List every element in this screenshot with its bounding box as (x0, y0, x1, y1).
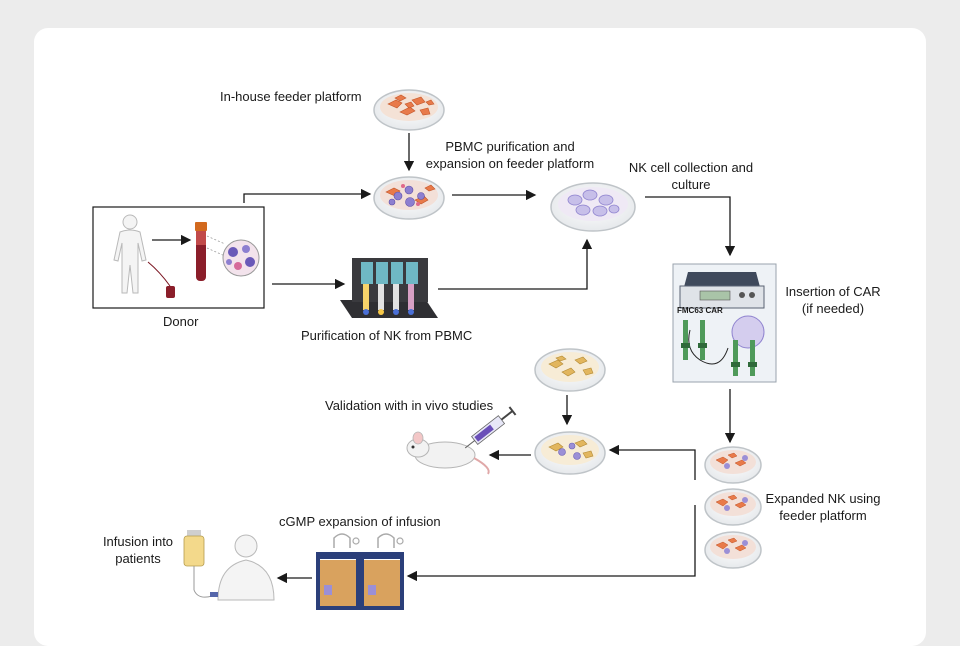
magnetic-separator-icon (340, 258, 438, 318)
feeder-dish-icon (373, 89, 445, 131)
mouse-icon (406, 431, 490, 475)
car-receptor-icon (681, 315, 765, 376)
bioreactor-icon (316, 533, 360, 610)
syringe-icon (464, 406, 517, 449)
iv-bag-icon (183, 530, 213, 598)
blood-bag-icon (166, 286, 175, 298)
infusion-label-line2: patients (115, 551, 161, 566)
pbmc-label: PBMC purification and expansion on feede… (410, 138, 610, 172)
car-insertion-label-line2: (if needed) (801, 301, 865, 316)
feeder-dish-icon (534, 348, 606, 392)
infusion-label-line1: Infusion into (102, 534, 174, 549)
donor-panel (92, 206, 265, 309)
expanded-nk-dish-icon (704, 531, 762, 569)
expanded-nk-label: Expanded NK using feeder platform (760, 490, 886, 524)
car-insertion-label: Insertion of CAR (if needed) (778, 283, 888, 317)
feeder-platform-label: In-house feeder platform (220, 89, 362, 104)
nk-culture-dish-icon (550, 182, 636, 232)
pbmc-label-line2: expansion on feeder platform (425, 156, 595, 171)
pbmc-dish-icon (373, 176, 445, 220)
donor-label: Donor (163, 314, 199, 329)
expanded-nk-dish-icon (704, 488, 762, 526)
human-donor-icon (113, 214, 147, 294)
electroporator-icon (679, 272, 765, 309)
purification-label: Purification of NK from PBMC (301, 328, 473, 343)
validation-label: Validation with in vivo studies (325, 398, 494, 413)
car-insertion-panel (672, 263, 777, 383)
expanded-nk-label-line1: Expanded NK using (765, 491, 881, 506)
patient-icon (210, 534, 275, 601)
magnified-cells-icon (222, 239, 260, 277)
pbmc-label-line1: PBMC purification and (445, 139, 575, 154)
car-insertion-label-line1: Insertion of CAR (785, 284, 881, 299)
expanded-nk-dish-icon (704, 446, 762, 484)
bioreactor-icon (360, 533, 404, 610)
blood-tube-icon (195, 222, 207, 281)
cgmp-label: cGMP expansion of infusion (279, 514, 441, 529)
expanded-nk-label-line2: feeder platform (779, 508, 867, 523)
infusion-label: Infusion into patients (90, 533, 186, 567)
fmc63-car-label: FMC63 CAR (677, 306, 723, 315)
nk-collection-label: NK cell collection and culture (616, 159, 766, 193)
figure-card (34, 28, 926, 646)
flow-arrows (243, 133, 736, 584)
nk-collection-label-line2: culture (671, 177, 711, 192)
nk-collection-label-line1: NK cell collection and (628, 160, 754, 175)
validation-dish-icon (534, 431, 606, 475)
